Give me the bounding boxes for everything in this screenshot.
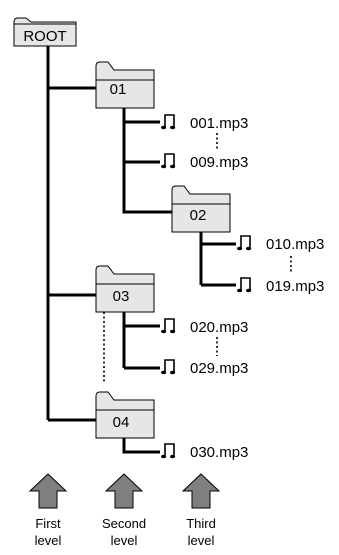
level-second-line2: level <box>111 533 138 548</box>
file-001-label: 001.mp3 <box>190 115 248 132</box>
root-folder: ROOT <box>13 17 77 47</box>
level-first-line2: level <box>35 533 62 548</box>
level-third-line1: Third <box>186 516 216 531</box>
ellipsis-dots <box>103 133 292 382</box>
folder-02: 02 <box>171 185 231 233</box>
music-note-icon <box>236 277 252 294</box>
folder-03: 03 <box>95 265 155 313</box>
file-001: 001.mp3 <box>160 114 248 132</box>
file-029-label: 029.mp3 <box>190 360 248 377</box>
folder-04-label: 04 <box>113 414 130 431</box>
folder-03-label: 03 <box>113 288 130 305</box>
root-label: ROOT <box>23 28 66 45</box>
file-009-label: 009.mp3 <box>190 154 248 171</box>
level-second: Second level <box>102 473 146 548</box>
tree-lines <box>46 46 236 454</box>
up-arrow-icon <box>105 473 143 509</box>
music-note-icon <box>160 114 176 131</box>
file-030: 030.mp3 <box>160 443 248 461</box>
up-arrow-icon <box>29 473 67 509</box>
level-first: First level <box>29 473 67 548</box>
folder-01-label: 01 <box>110 81 127 98</box>
file-020: 020.mp3 <box>160 318 248 336</box>
music-note-icon <box>160 318 176 335</box>
file-010-label: 010.mp3 <box>266 236 324 253</box>
file-030-label: 030.mp3 <box>190 444 248 461</box>
level-third-line2: level <box>188 533 215 548</box>
level-third: Third level <box>182 473 220 548</box>
file-009: 009.mp3 <box>160 153 248 171</box>
file-019-label: 019.mp3 <box>266 278 324 295</box>
file-019: 019.mp3 <box>236 277 324 295</box>
music-note-icon <box>160 443 176 460</box>
music-note-icon <box>236 235 252 252</box>
level-second-line1: Second <box>102 516 146 531</box>
up-arrow-icon <box>182 473 220 509</box>
file-020-label: 020.mp3 <box>190 319 248 336</box>
music-note-icon <box>160 153 176 170</box>
file-010: 010.mp3 <box>236 235 324 253</box>
music-note-icon <box>160 359 176 376</box>
level-first-line1: First <box>35 516 61 531</box>
folder-01-trunk-line <box>122 102 172 214</box>
folder-01: 01 <box>95 61 155 109</box>
folder-04-trunk-line <box>122 434 160 454</box>
folder-04: 04 <box>95 391 155 439</box>
file-029: 029.mp3 <box>160 359 248 377</box>
folder-02-label: 02 <box>190 207 207 224</box>
